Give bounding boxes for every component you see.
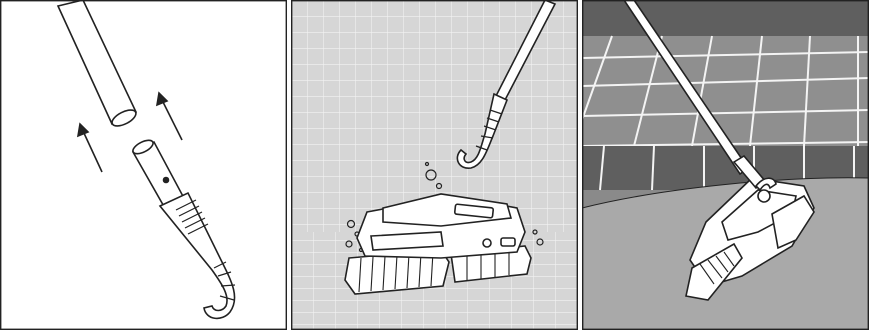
pool-wall: [582, 36, 869, 146]
panel-lift-robot: [582, 0, 869, 330]
panel-hook-robot: [291, 0, 578, 330]
panel-attach-pole: [0, 0, 287, 330]
